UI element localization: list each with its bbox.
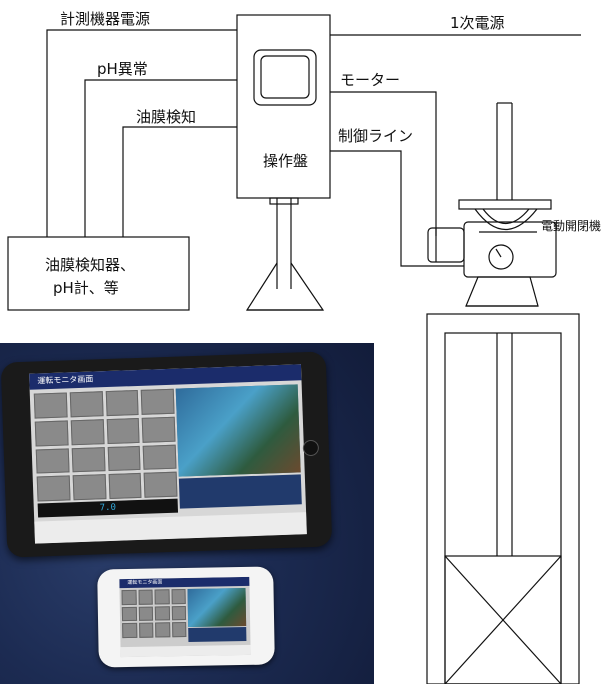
tablet-button-grid (33, 388, 178, 502)
phone-screen-title: 運転モニタ画面 (119, 576, 250, 589)
grid-key (138, 606, 154, 622)
actuator-motor (427, 227, 465, 263)
motor-label: モーター (340, 71, 400, 89)
camera-controls (178, 474, 302, 509)
grid-key (121, 589, 137, 605)
ph-abnormal-label: pH異常 (97, 60, 148, 78)
grid-key (171, 589, 186, 604)
primary-power-label: 1次電源 (450, 14, 505, 32)
device-photo: 運転モニタ画面 7.0 運転モニタ画面 (0, 343, 374, 684)
sensor-label-line1: 油膜検知器、 (45, 256, 135, 274)
grid-key (138, 589, 153, 605)
grid-key (107, 445, 141, 472)
phone-camera-controls (188, 626, 247, 642)
control-line-label: 制御ライン (338, 127, 413, 145)
tablet-screen: 運転モニタ画面 7.0 (29, 364, 307, 544)
tablet-readout: 7.0 (37, 498, 179, 518)
electric-valve-label: 電動開閉機 (541, 218, 601, 233)
oil-wire (122, 126, 237, 237)
tablet-bottom-bar (34, 512, 307, 544)
control-panel-label: 操作盤 (263, 152, 308, 170)
tablet-app: 運転モニタ画面 7.0 (29, 364, 307, 544)
motor-wire (330, 91, 437, 236)
instrument-power-wire (46, 29, 237, 237)
grid-key (105, 389, 139, 416)
grid-key (143, 471, 178, 498)
grid-key (141, 416, 176, 443)
phone-bottom-bar (120, 644, 251, 658)
actuator-gauge-needle (495, 248, 502, 258)
instrument-power-label: 計測機器電源 (60, 10, 150, 28)
tablet-home-button (302, 439, 320, 457)
actuator-flange (465, 276, 539, 307)
grid-key (138, 622, 154, 638)
gate-plate (444, 555, 562, 684)
gate-frame-inner (444, 332, 562, 684)
panel-display-inner (260, 55, 310, 99)
grid-key (171, 622, 187, 638)
grid-key (121, 606, 137, 622)
grid-key (108, 473, 142, 500)
grid-key (171, 605, 187, 621)
grid-key (35, 447, 70, 474)
sensor-label-line2: pH計、等 (53, 279, 119, 297)
panel-display-outer (253, 49, 317, 106)
sensor-box (7, 236, 190, 311)
phone-camera-view (187, 587, 247, 627)
grid-key (106, 417, 140, 444)
grid-key (154, 605, 170, 621)
grid-key (72, 474, 107, 501)
gate-frame-outer (426, 313, 580, 684)
valve-yoke (474, 208, 538, 231)
phone-button-grid (121, 589, 187, 639)
grid-key (154, 589, 170, 605)
stand-base-top (269, 197, 299, 205)
valve-top-plate (458, 199, 552, 210)
grid-key (34, 420, 69, 447)
gate-plate-cross-b (444, 555, 562, 684)
grid-key (142, 444, 177, 471)
grid-key (70, 418, 105, 445)
smartphone: 運転モニタ画面 (97, 566, 275, 668)
grid-key (33, 392, 68, 419)
valve-yoke-inner (482, 208, 530, 224)
grid-key (122, 623, 137, 639)
grid-key (140, 388, 175, 415)
stand-foot (245, 262, 325, 311)
actuator-gauge (488, 244, 514, 270)
control-panel-box (236, 14, 331, 199)
tablet: 運転モニタ画面 7.0 (0, 351, 333, 558)
oil-detect-label: 油膜検知 (136, 108, 196, 126)
camera-view (175, 384, 301, 477)
grid-key (155, 622, 170, 638)
grid-key (36, 475, 71, 502)
control-line-wire (330, 150, 464, 267)
phone-screen: 運転モニタ画面 (119, 576, 251, 658)
ph-wire (84, 79, 237, 237)
grid-key (69, 391, 104, 418)
grid-key (71, 446, 106, 473)
